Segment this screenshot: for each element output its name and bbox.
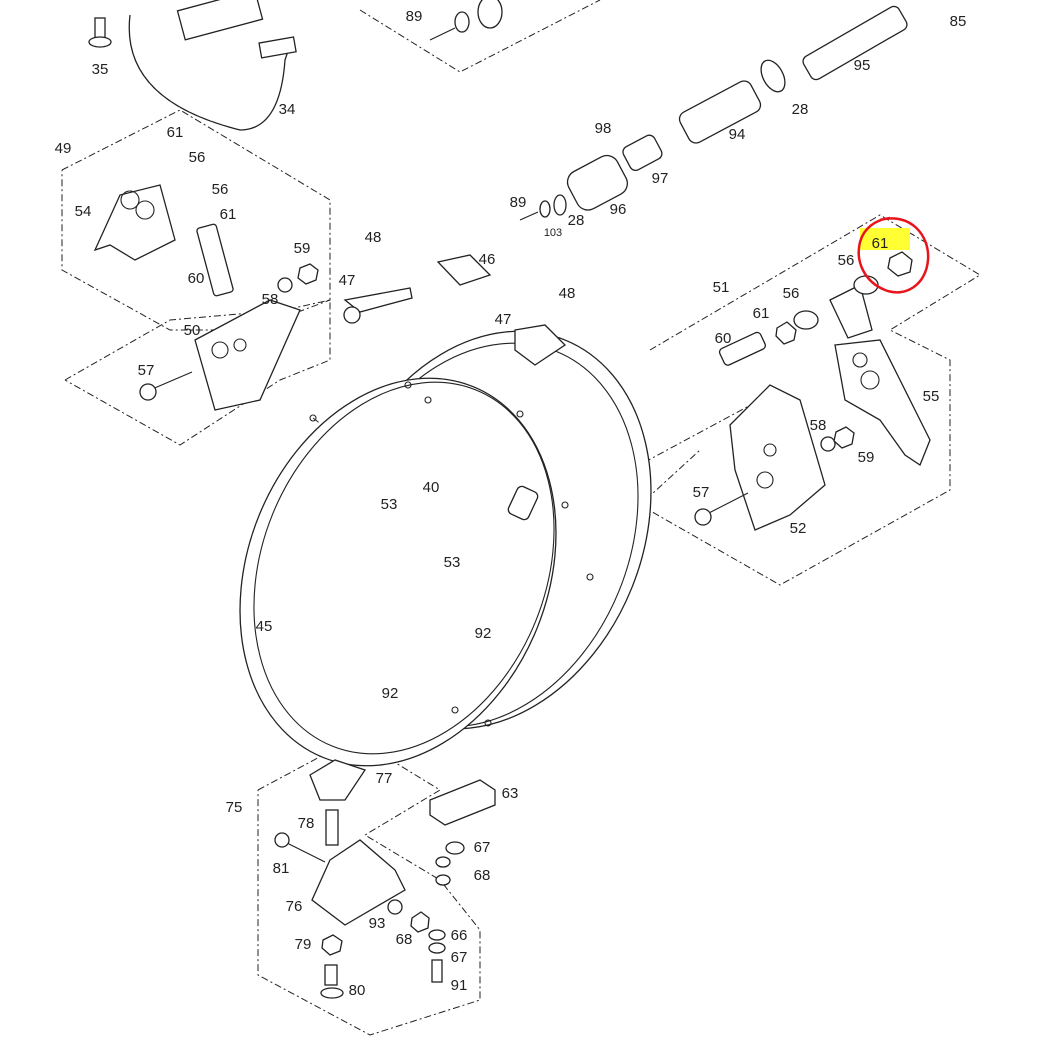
part-label-56: 56 <box>838 252 855 269</box>
shaft-assembly <box>429 0 908 221</box>
part-label-60: 60 <box>715 330 732 347</box>
boundary-left-lower <box>64 299 331 446</box>
part-label-77: 77 <box>376 770 393 787</box>
part-labels: 35 34 89 85 95 28 94 98 97 96 89 103 28 49 61 56 56 61 54 6… <box>55 8 967 999</box>
part-label-51: 51 <box>713 279 730 296</box>
part-label-68: 68 <box>396 931 413 948</box>
part-label-61: 61 <box>872 235 889 252</box>
part-label-58: 58 <box>810 417 827 434</box>
part-label-103: 103 <box>544 227 562 239</box>
part-label-59: 59 <box>858 449 875 466</box>
part-label-35: 35 <box>92 61 109 78</box>
part-label-48: 48 <box>365 229 382 246</box>
part-label-61: 61 <box>220 206 237 223</box>
part-label-68: 68 <box>474 867 491 884</box>
part-label-89: 89 <box>510 194 527 211</box>
part-label-56: 56 <box>212 181 229 198</box>
boundary-bottom <box>257 737 481 1036</box>
part-label-89: 89 <box>406 8 423 25</box>
part-label-56: 56 <box>783 285 800 302</box>
part-label-59: 59 <box>294 240 311 257</box>
annotation-circle <box>857 216 930 294</box>
part-label-47: 47 <box>339 272 356 289</box>
part-label-91: 91 <box>451 977 468 994</box>
part-label-45: 45 <box>256 618 273 635</box>
part-label-57: 57 <box>138 362 155 379</box>
part-label-85: 85 <box>950 13 967 30</box>
part-label-92: 92 <box>382 685 399 702</box>
bottom-bracket-assembly <box>274 759 496 999</box>
part-label-98: 98 <box>595 120 612 137</box>
part-label-79: 79 <box>295 936 312 953</box>
part-label-67: 67 <box>451 949 468 966</box>
highlight-box <box>860 228 910 250</box>
part-label-61: 61 <box>753 305 770 322</box>
part-label-81: 81 <box>273 860 290 877</box>
part-label-96: 96 <box>610 201 627 218</box>
part-label-60: 60 <box>188 270 205 287</box>
part-label-28: 28 <box>792 101 809 118</box>
part-label-28: 28 <box>568 212 585 229</box>
part-label-63: 63 <box>502 785 519 802</box>
part-label-75: 75 <box>226 799 243 816</box>
part-label-94: 94 <box>729 126 746 143</box>
part-label-53: 53 <box>444 554 461 571</box>
part-label-97: 97 <box>652 170 669 187</box>
part-label-80: 80 <box>349 982 366 999</box>
part-label-46: 46 <box>479 251 496 268</box>
part-label-52: 52 <box>790 520 807 537</box>
part-label-48: 48 <box>559 285 576 302</box>
part-label-47: 47 <box>495 311 512 328</box>
part-label-61: 61 <box>167 124 184 141</box>
part-label-34: 34 <box>279 101 296 118</box>
part-label-53: 53 <box>381 496 398 513</box>
part-label-55: 55 <box>923 388 940 405</box>
part-label-93: 93 <box>369 915 386 932</box>
part-label-92: 92 <box>475 625 492 642</box>
part-label-67: 67 <box>474 839 491 856</box>
part-label-50: 50 <box>184 322 201 339</box>
part-label-58: 58 <box>262 291 279 308</box>
part-label-66: 66 <box>451 927 468 944</box>
left-latch-assembly <box>88 0 567 411</box>
boundary-left-upper <box>61 109 331 331</box>
part-label-54: 54 <box>75 203 92 220</box>
part-label-56: 56 <box>189 149 206 166</box>
part-label-40: 40 <box>423 479 440 496</box>
part-label-49: 49 <box>55 140 72 157</box>
part-label-76: 76 <box>286 898 303 915</box>
part-label-57: 57 <box>693 484 710 501</box>
part-label-95: 95 <box>854 57 871 74</box>
part-label-78: 78 <box>298 815 315 832</box>
right-latch-assembly <box>694 251 931 531</box>
ring-housing <box>239 330 652 767</box>
boundary-right <box>639 214 981 586</box>
